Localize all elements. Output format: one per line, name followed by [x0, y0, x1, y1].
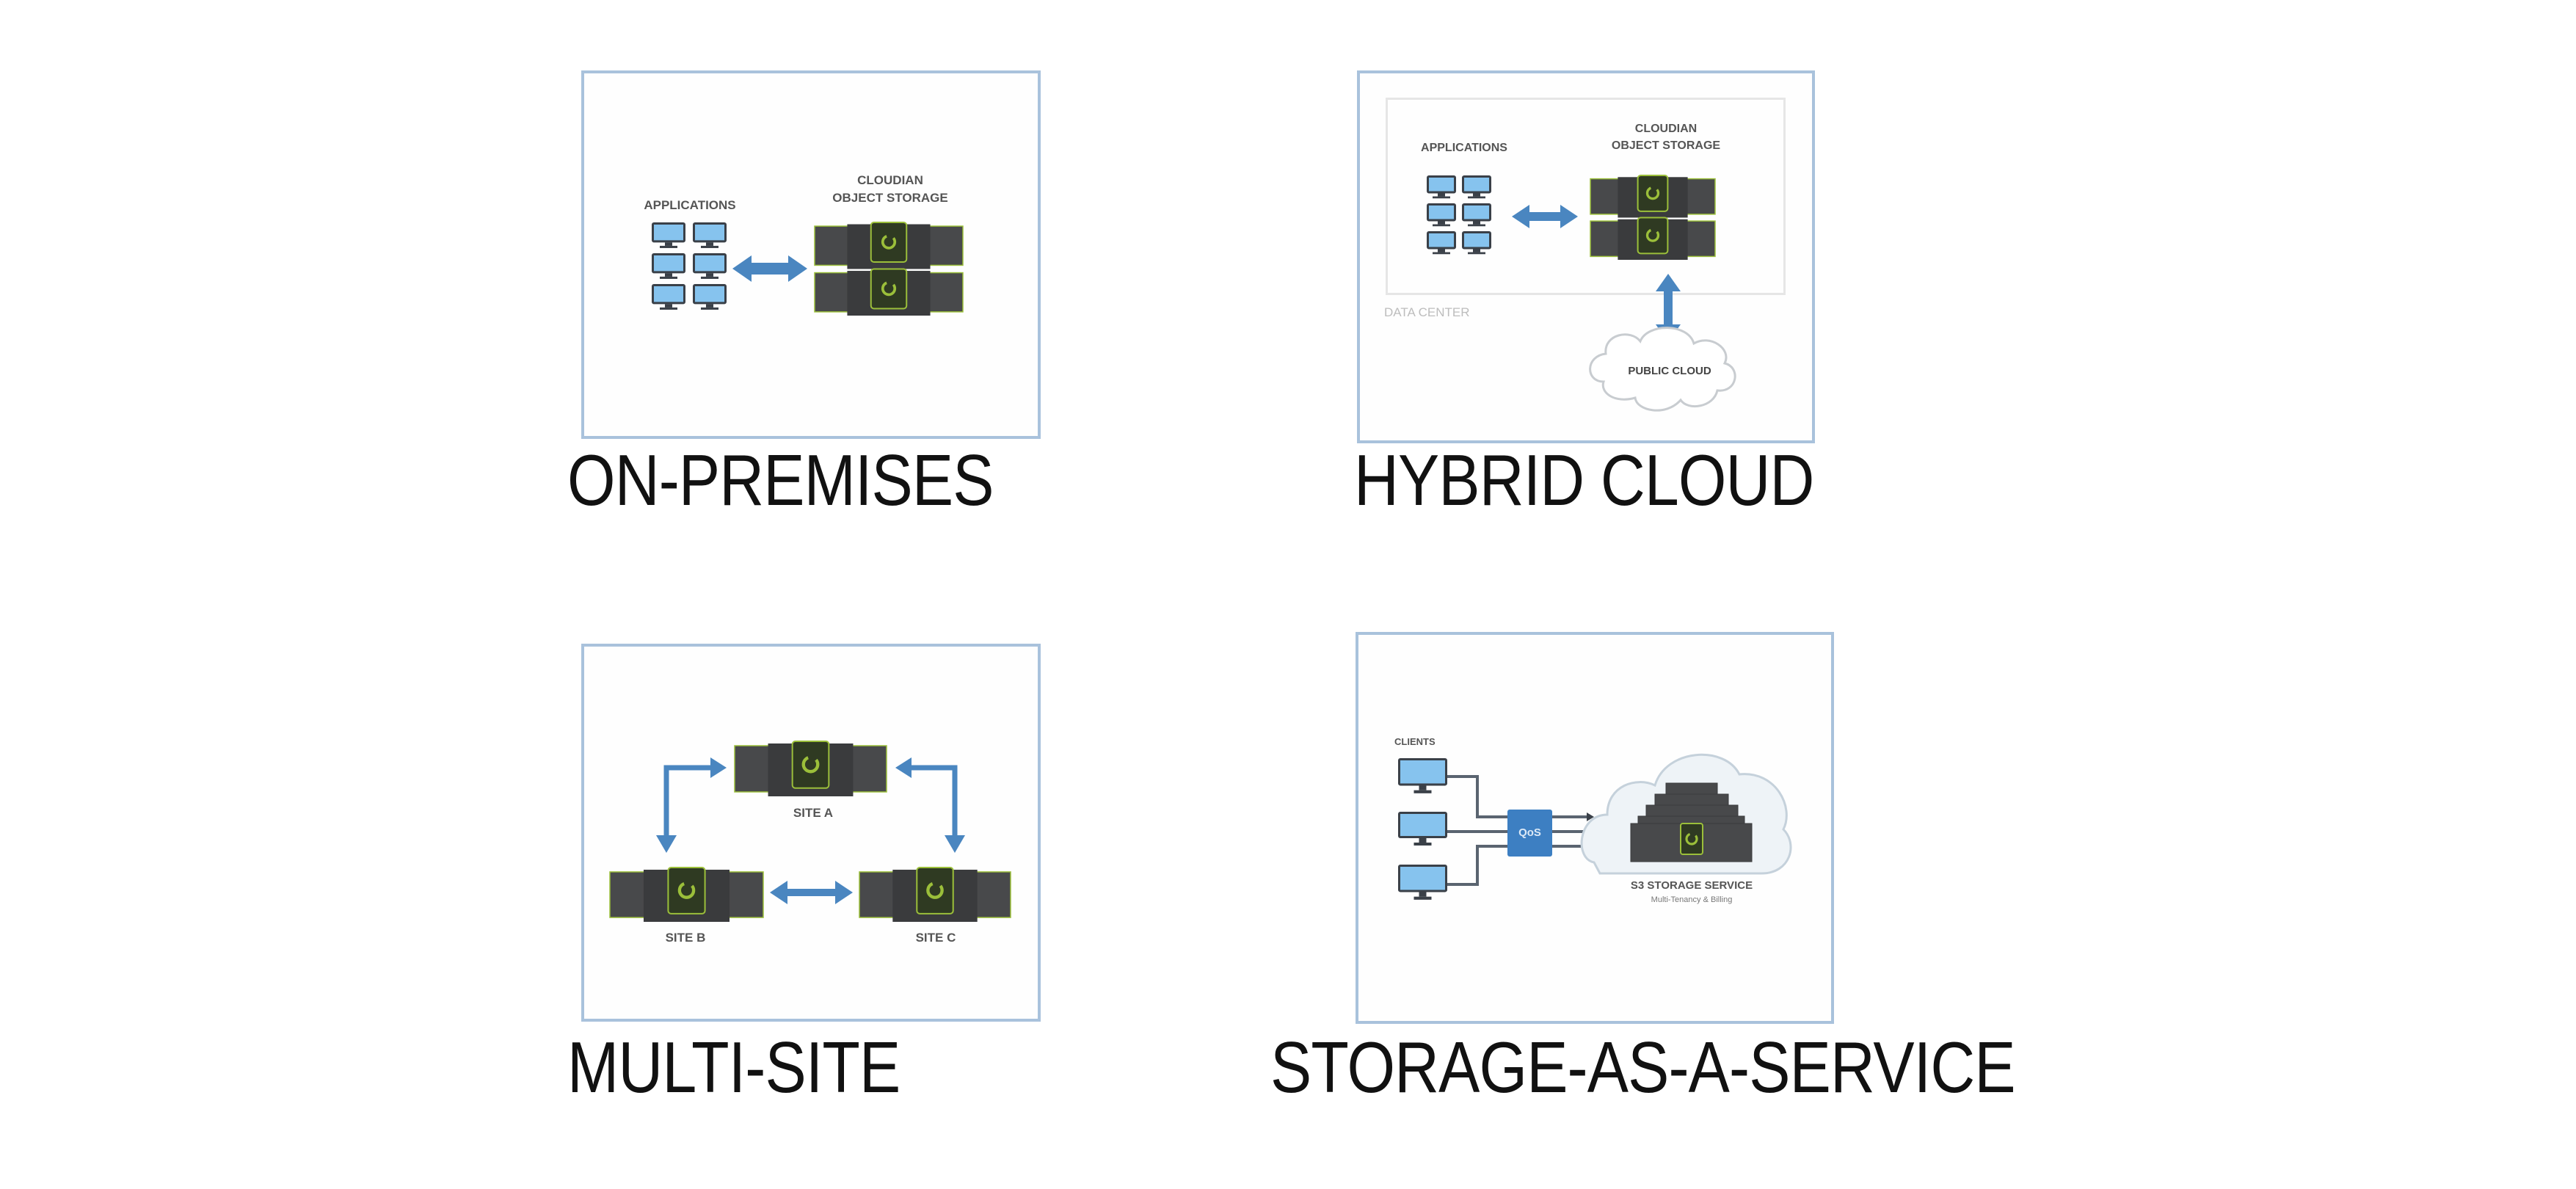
cloudian-server-stack-icon	[1590, 175, 1716, 260]
elbow-arrow-icon	[663, 765, 716, 837]
applications-label: APPLICATIONS	[644, 198, 736, 212]
monitor-icon	[1427, 231, 1456, 255]
data-center-label: DATA CENTER	[1384, 305, 1470, 319]
cloudian-logo-icon	[1685, 832, 1698, 846]
monitor-icon	[693, 253, 727, 279]
server-unit	[734, 741, 887, 796]
multi-site-panel	[581, 644, 1041, 1022]
server-faceplate	[1680, 823, 1703, 855]
cloudian-label: CLOUDIAN	[1634, 123, 1698, 135]
monitor-icon	[1398, 865, 1447, 900]
arrowhead-icon	[656, 757, 727, 853]
data-center-box	[1386, 98, 1786, 295]
monitor-icon	[1398, 865, 1447, 900]
monitor-icon	[1427, 203, 1456, 227]
object-storage-label: OBJECT STORAGE	[832, 191, 948, 205]
cloudian-logo-icon	[881, 234, 897, 250]
monitor-icon	[1398, 758, 1447, 793]
clients-label: CLIENTS	[1394, 736, 1436, 747]
server-unit	[814, 222, 964, 269]
server-unit	[1590, 175, 1716, 218]
s3-storage-service-label: S3 STORAGE SERVICE	[1630, 879, 1753, 892]
monitor-icon	[1427, 175, 1456, 199]
cloudian-server-pyramid-icon	[1630, 782, 1753, 862]
bidirectional-arrow-icon	[770, 881, 853, 904]
cloudian-logo-icon	[881, 281, 897, 297]
site-b-label: SITE B	[665, 931, 706, 945]
qos-label: QoS	[1518, 826, 1541, 839]
cloud-icon	[1589, 327, 1736, 412]
cloudian-server-icon	[609, 867, 764, 922]
monitor-icon	[1398, 758, 1447, 793]
public-cloud-label: PUBLIC CLOUD	[1628, 365, 1711, 377]
site-c-label: SITE C	[915, 931, 956, 945]
monitor-icon	[1462, 231, 1491, 255]
monitor-icon	[652, 253, 685, 279]
bidirectional-arrow-icon	[1512, 205, 1578, 228]
arrowhead-icon	[895, 757, 965, 853]
server-unit	[814, 268, 964, 316]
cloudian-logo-icon	[926, 881, 944, 899]
multi-tenancy-billing-label: Multi-Tenancy & Billing	[1651, 895, 1733, 904]
cloudian-logo-icon	[801, 755, 820, 774]
caption-multi-site: MULTI-SITE	[567, 1027, 900, 1108]
server-unit	[1590, 217, 1716, 260]
caption-storage-as-a-service: STORAGE-AS-A-SERVICE	[1270, 1027, 2016, 1108]
monitor-icon	[1462, 175, 1491, 199]
monitor-icon	[652, 222, 685, 248]
server-unit	[859, 867, 1011, 922]
cloudian-server-icon	[734, 741, 887, 796]
monitor-grid-icon	[652, 222, 727, 310]
monitor-icon	[693, 284, 727, 310]
bidirectional-arrow-icon	[732, 255, 807, 282]
monitor-icon	[1462, 203, 1491, 227]
cloudian-label: CLOUDIAN	[857, 173, 923, 187]
cloudian-logo-icon	[677, 881, 696, 899]
monitor-icon	[693, 222, 727, 248]
cloudian-server-icon	[859, 867, 1011, 922]
hybrid-cloud-panel	[1357, 70, 1815, 443]
monitor-icon	[1398, 812, 1447, 846]
qos-box-icon	[1507, 810, 1552, 857]
caption-on-premises: ON-PREMISES	[567, 440, 994, 520]
monitor-icon	[652, 284, 685, 310]
cloudian-server-stack-icon	[814, 222, 964, 316]
caption-hybrid-cloud: HYBRID CLOUD	[1354, 440, 1814, 520]
vertical-arrow-icon	[1656, 274, 1681, 342]
applications-label: APPLICATIONS	[1421, 142, 1507, 154]
monitor-grid-icon	[1427, 175, 1491, 255]
server-unit	[609, 867, 764, 922]
elbow-arrow-icon	[906, 765, 958, 837]
monitor-icon	[1398, 812, 1447, 846]
object-storage-label: OBJECT STORAGE	[1611, 139, 1721, 152]
site-a-label: SITE A	[793, 806, 834, 820]
